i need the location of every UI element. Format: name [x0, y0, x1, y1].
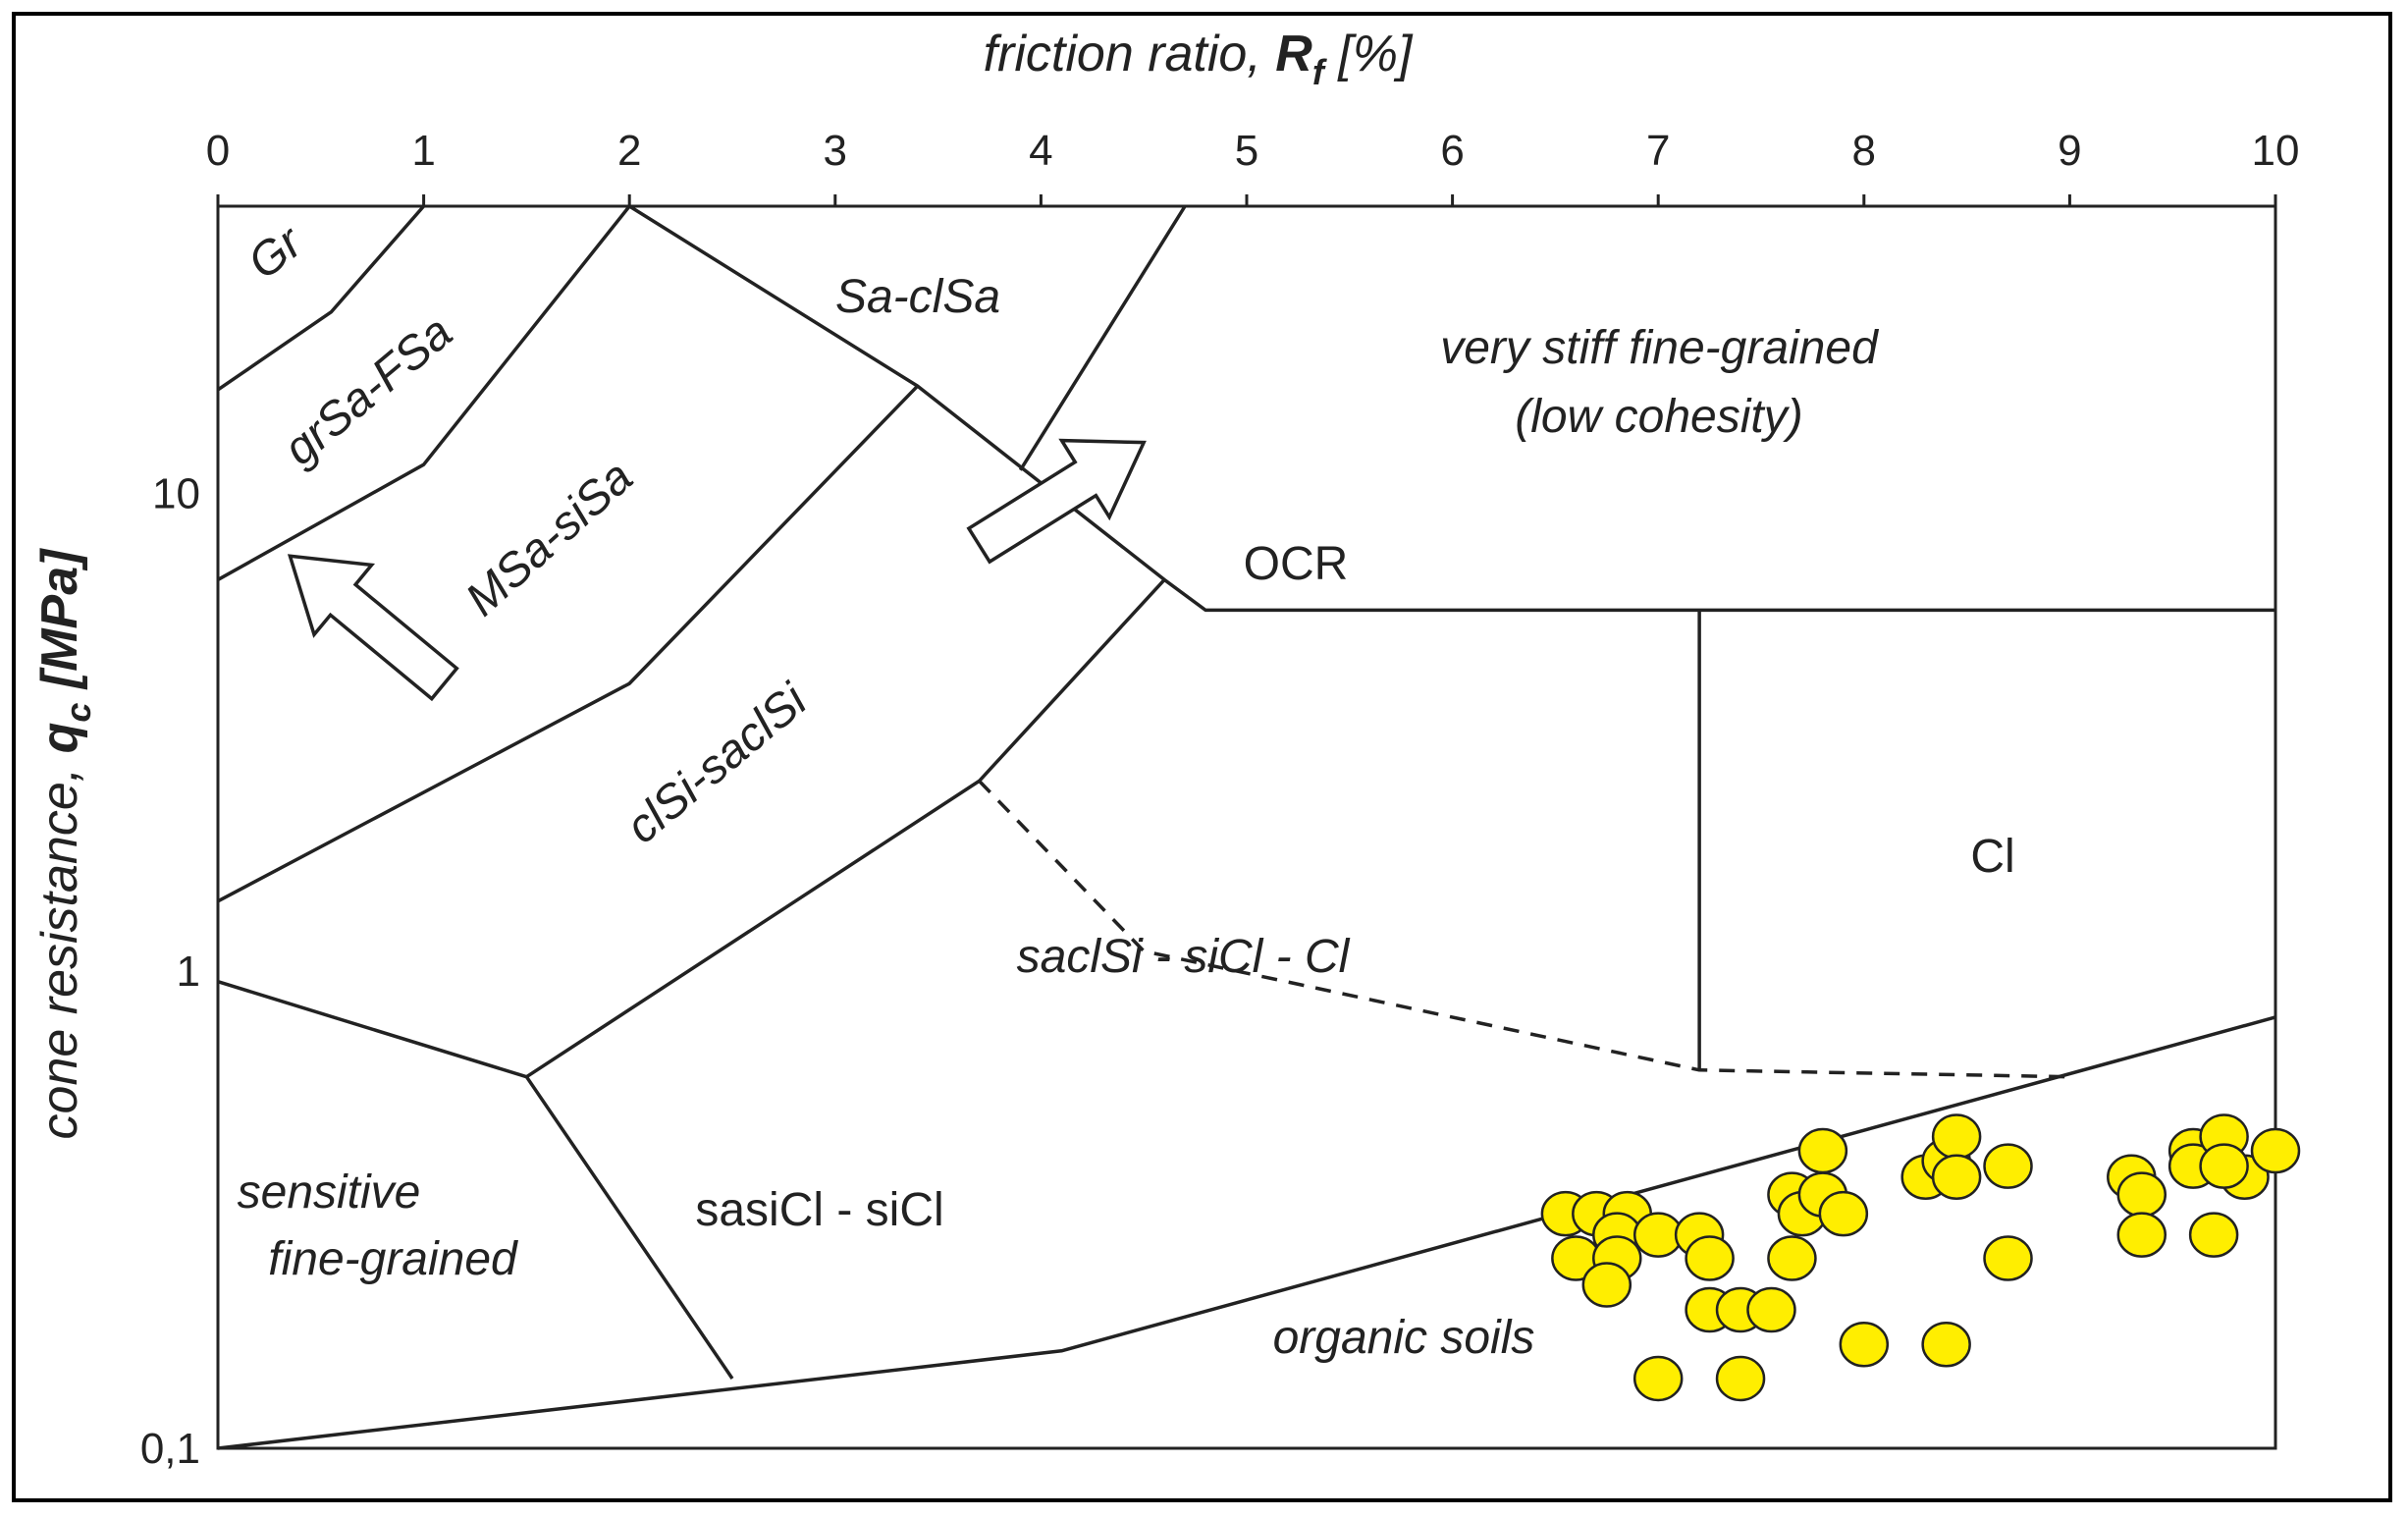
x-tick-label: 3 — [824, 127, 847, 175]
y-axis-title-unit: [MPa] — [31, 548, 88, 703]
y-tick-label: 10 — [152, 470, 200, 518]
x-tick-label: 1 — [411, 127, 435, 175]
data-point — [1797, 1127, 1848, 1174]
x-tick-label: 5 — [1235, 127, 1258, 175]
data-point — [2116, 1212, 2167, 1258]
zone-label: organic soils — [1273, 1312, 1535, 1364]
data-point — [2188, 1212, 2239, 1258]
data-point — [1581, 1262, 1632, 1308]
organic-boundary — [217, 1015, 2276, 1450]
data-point — [2116, 1171, 2167, 1218]
zone-label: Cl — [1970, 831, 2014, 883]
x-tick-label: 6 — [1440, 127, 1464, 175]
grsa-boundary — [217, 204, 631, 581]
data-point — [1746, 1286, 1796, 1333]
zone-label: OCR — [1244, 538, 1349, 590]
x-axis-title: friction ratio, Rf [%] — [984, 26, 1414, 92]
data-point — [2250, 1127, 2301, 1174]
zone-label: (low cohesity) — [1515, 391, 1802, 443]
data-point — [1921, 1322, 1971, 1368]
data-point — [1767, 1235, 1817, 1281]
zone-label: saclSi - siCl - Cl — [1017, 931, 1351, 983]
data-point — [1983, 1143, 2033, 1189]
arrow-upper-left — [287, 554, 459, 702]
zone-label: clSi-saclSi — [616, 674, 818, 854]
data-point — [1931, 1113, 1982, 1160]
x-tick-label: 7 — [1646, 127, 1670, 175]
zone-label: MSa-siSa — [456, 451, 643, 626]
zone-label: Gr — [239, 215, 313, 290]
x-tick-label: 0 — [206, 127, 230, 175]
y-tick-label: 1 — [177, 948, 200, 996]
y-axis-title-symbol: q — [31, 723, 88, 754]
data-point — [1685, 1235, 1735, 1281]
data-point — [1931, 1154, 1982, 1201]
x-tick-label: 2 — [617, 127, 641, 175]
msa-boundary — [217, 384, 919, 903]
gr-boundary — [217, 204, 425, 392]
data-point — [1632, 1355, 1684, 1402]
x-tick-label: 10 — [2252, 127, 2300, 175]
y-tick-label: 0,1 — [140, 1425, 200, 1473]
zone-label: Sa-clSa — [835, 271, 1000, 323]
arrow-upper-right — [966, 438, 1147, 565]
zone-label: sasiCl - siCl — [695, 1184, 943, 1236]
sa-clsa-line — [628, 204, 2275, 613]
data-point — [1839, 1322, 1890, 1368]
x-axis-title-subscript: f — [1312, 52, 1327, 92]
x-tick-label: 4 — [1029, 127, 1052, 175]
data-point — [1983, 1235, 2033, 1281]
zone-label: very stiff fine-grained — [1440, 322, 1879, 374]
x-tick-label: 8 — [1852, 127, 1876, 175]
data-point — [1715, 1355, 1766, 1402]
sa-clsa-right — [1018, 205, 1187, 471]
clsi-boundary — [525, 578, 1166, 1079]
zone-label: fine-grained — [268, 1233, 518, 1285]
x-tick-label: 9 — [2058, 127, 2081, 175]
x-axis-title-unit: [%] — [1324, 26, 1414, 82]
data-point — [2199, 1143, 2249, 1189]
y-axis-title-subscript: c — [58, 703, 98, 723]
x-axis-title-symbol: R — [1275, 26, 1312, 82]
plot-area-border — [216, 204, 2277, 1450]
zone-label: sensitive — [238, 1166, 421, 1219]
sensitive-boundary — [217, 980, 734, 1380]
data-point — [1818, 1190, 1869, 1237]
dashed-boundary — [978, 780, 2070, 1079]
y-axis-title: cone resistance, qc [MPa] — [31, 548, 98, 1140]
